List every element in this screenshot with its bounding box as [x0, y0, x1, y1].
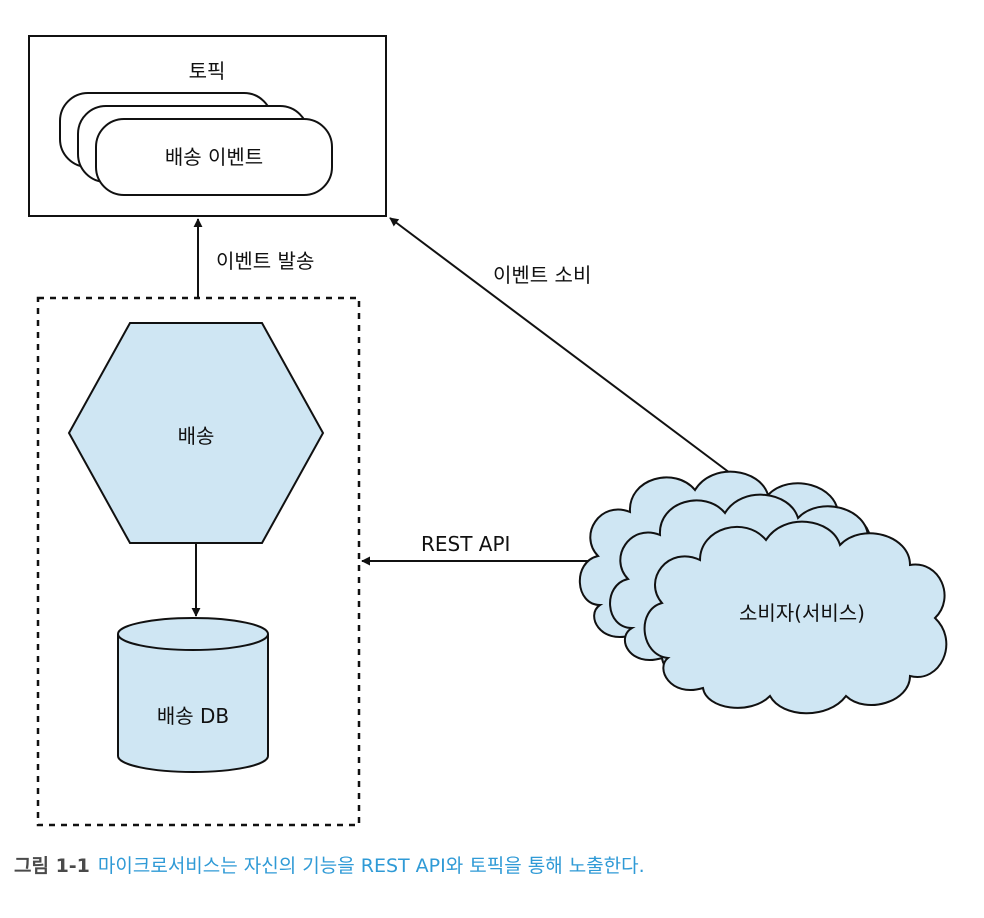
figure-caption-text: 마이크로서비스는 자신의 기능을 REST API와 토픽을 통해 노출한다. — [97, 855, 645, 877]
service-hexagon: 배송 — [67, 322, 325, 544]
publish-label: 이벤트 발송 — [216, 249, 314, 273]
database-label: 배송 DB — [157, 704, 229, 728]
rest-arrow: REST API — [361, 532, 596, 566]
microservice-diagram: 토픽 배송 이벤트 이벤트 발송 배송 배송 DB 이벤트 소비 REST AP… — [28, 35, 948, 827]
figure-caption: 그림 1-1 마이크로서비스는 자신의 기능을 REST API와 토픽을 통해 … — [14, 851, 645, 878]
topic-box: 토픽 배송 이벤트 — [28, 35, 387, 217]
publish-arrow: 이벤트 발송 — [193, 218, 314, 298]
rest-label: REST API — [421, 532, 510, 556]
cloud-front — [643, 520, 948, 715]
service-boundary — [36, 296, 361, 827]
consume-label: 이벤트 소비 — [493, 263, 591, 287]
figure-number: 그림 1-1 — [14, 855, 90, 877]
service-label: 배송 — [178, 424, 215, 448]
event-stack — [59, 92, 333, 196]
topic-event-label: 배송 이벤트 — [165, 145, 263, 169]
consume-arrow: 이벤트 소비 — [389, 217, 739, 480]
consumer-label: 소비자(서비스) — [739, 601, 865, 625]
database-cylinder: 배송 DB — [117, 617, 269, 773]
consumer-clouds: 소비자(서비스) — [578, 470, 948, 715]
topic-title: 토픽 — [189, 59, 226, 83]
